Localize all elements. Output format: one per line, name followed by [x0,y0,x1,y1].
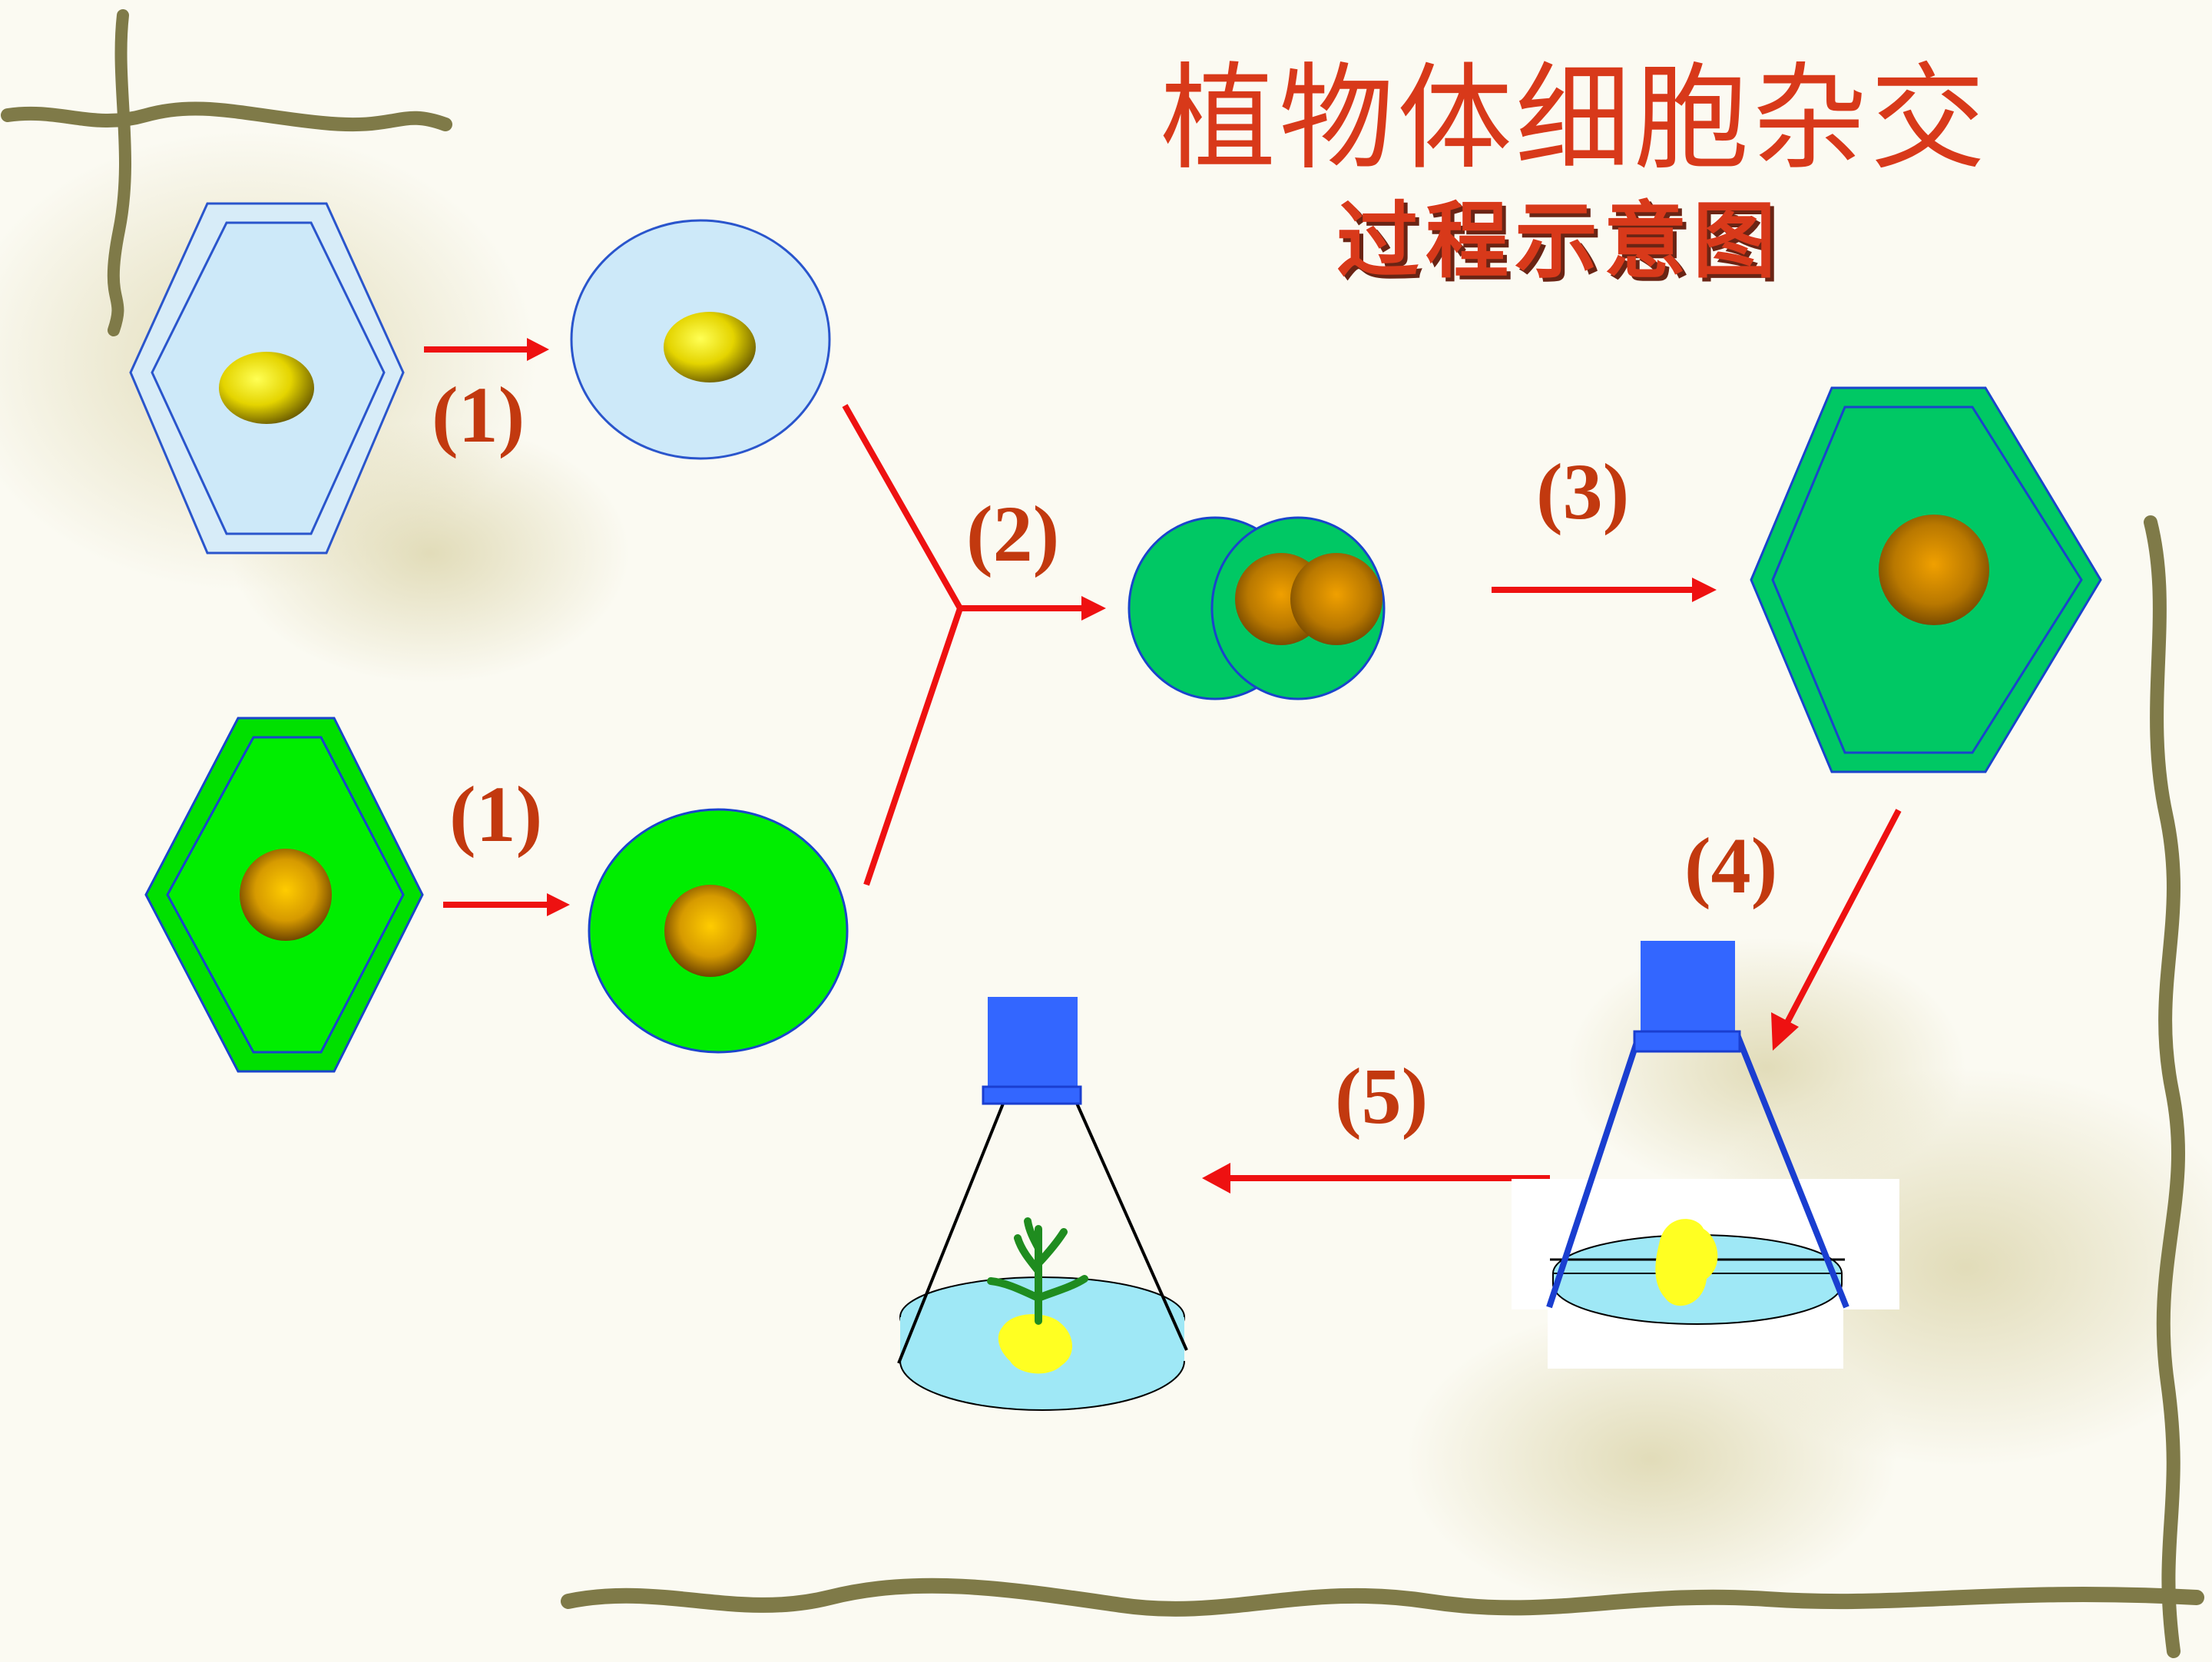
flask-cap-left [988,997,1078,1089]
fused-protoplast [1128,516,1386,700]
arrow-step-4 [1771,809,1902,1051]
plant-cell-b [144,717,424,1073]
arrow-step-3 [1492,578,1717,602]
label-step-5: (5) [1335,1052,1428,1141]
label-step-2: (2) [966,490,1059,578]
callus [1655,1219,1718,1306]
seedling [987,1217,1088,1325]
callus-small [998,1314,1073,1374]
plant-cell-a [129,202,405,555]
nucleus-b [240,849,332,941]
label-step-4: (4) [1684,822,1777,910]
step-labels: (1) (1) (2) (3) (4) (5) [432,371,1777,1141]
nucleus-a [219,352,314,424]
protoplast-a [570,219,831,460]
nucleus-a-protoplast [664,312,756,382]
protoplast-b [588,808,849,1054]
label-step-1a: (1) [432,371,525,459]
arrow-step-1a [424,338,549,361]
arrow-step-2 [842,404,1106,886]
label-step-1b: (1) [449,770,542,859]
flask-with-callus [1512,941,1899,1369]
flask-cap-right [1641,941,1735,1031]
arrows [424,338,1902,1194]
page-title: 植物体细胞杂交 [1160,52,1988,186]
arrow-step-1b [443,893,570,916]
flask-with-seedling [897,997,1188,1411]
page-subtitle: 过程示意图 [1336,194,1782,290]
label-step-3: (3) [1536,448,1629,536]
nucleus-b-protoplast [664,885,757,977]
arrow-step-5 [1202,1163,1550,1194]
nucleus-hybrid [1879,515,1989,625]
nucleus-fused-right [1290,553,1382,645]
hybrid-cell [1750,386,2102,773]
